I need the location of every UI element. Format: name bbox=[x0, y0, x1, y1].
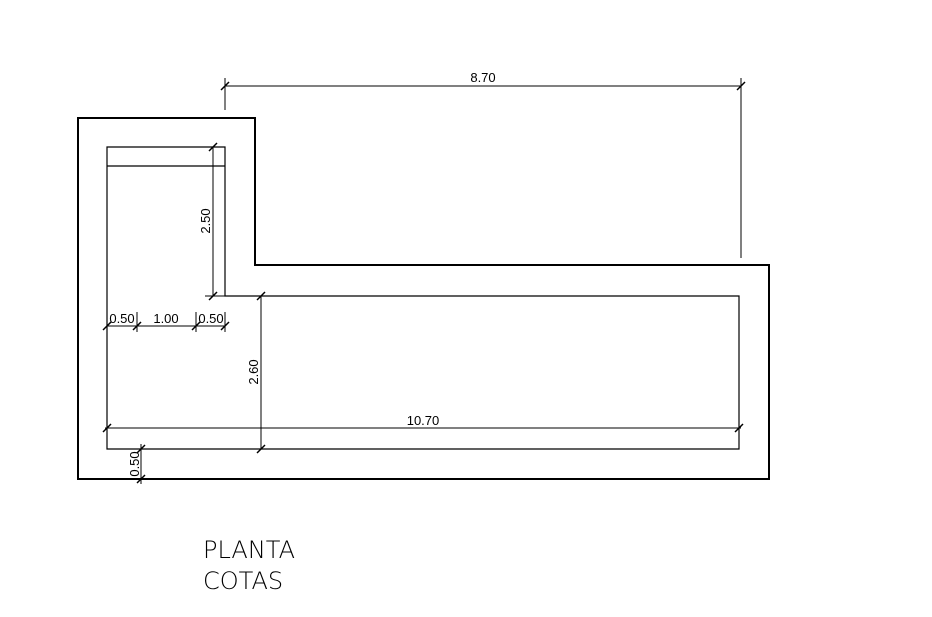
dimension-label-main-room-height: 2.60 bbox=[246, 359, 261, 384]
dimension-label-wall-bottom: 0.50 bbox=[127, 451, 142, 476]
dimension-label-total-length: 10.70 bbox=[407, 413, 440, 428]
dimension-left-room-height: 2.50 bbox=[198, 142, 230, 301]
outer-wall-outline bbox=[77, 117, 770, 480]
drawing-title-line2: COTAS bbox=[203, 567, 283, 595]
inner-wall-outline bbox=[106, 146, 740, 450]
dimension-label-opening-width: 1.00 bbox=[153, 311, 178, 326]
dimension-main-room-height: 2.60 bbox=[246, 291, 266, 454]
dimension-label-top-length: 8.70 bbox=[470, 70, 495, 85]
dimension-top-length: 8.70 bbox=[220, 70, 746, 258]
dimension-label-left-room-height: 2.50 bbox=[198, 208, 213, 233]
dimension-label-wall-right: 0.50 bbox=[198, 311, 223, 326]
dimension-total-length: 10.70 bbox=[102, 413, 744, 436]
dimension-opening-chain: 0.50 1.00 0.50 bbox=[102, 311, 230, 332]
dimension-label-wall-left: 0.50 bbox=[109, 311, 134, 326]
drawing-title-line1: PLANTA bbox=[203, 536, 295, 564]
dimension-wall-bottom: 0.50 bbox=[127, 444, 146, 484]
